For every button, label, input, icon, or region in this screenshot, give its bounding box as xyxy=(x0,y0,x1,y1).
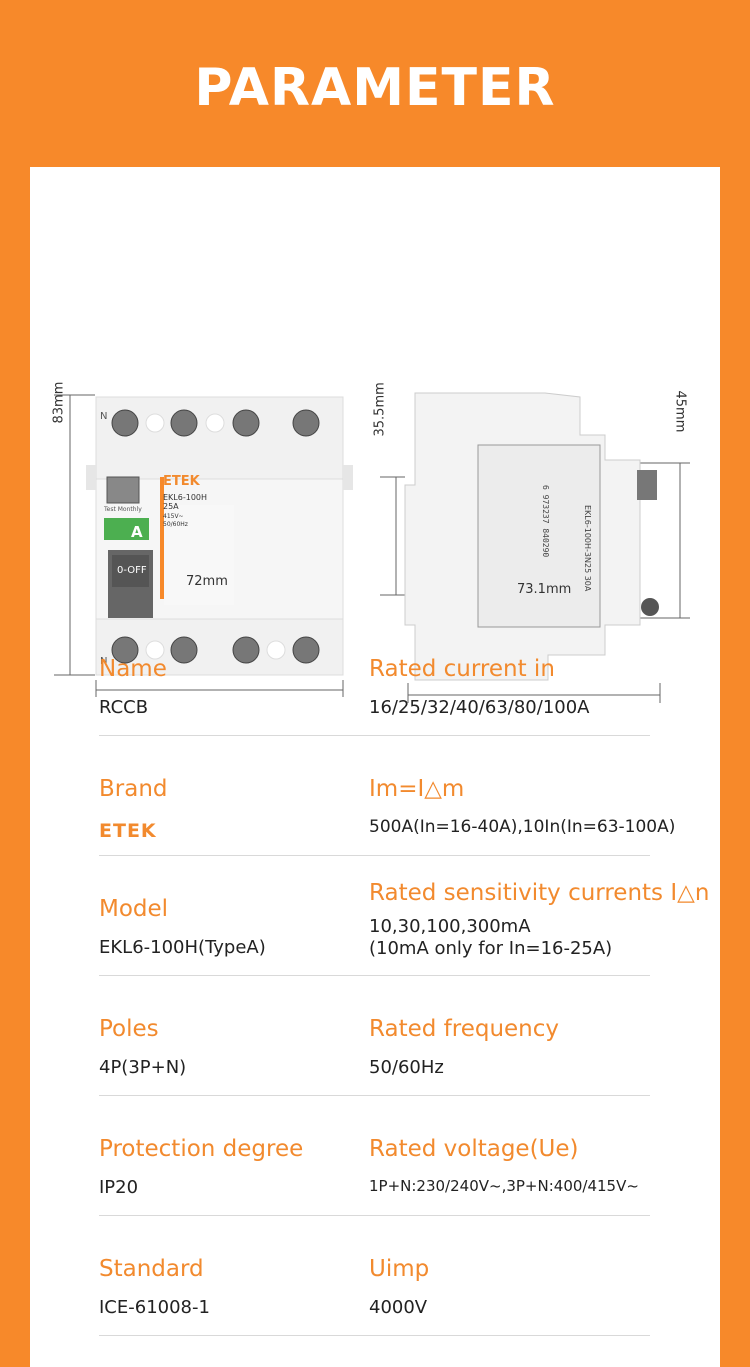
im-value: 500A(In=16-40A),10In(In=63-100A) xyxy=(369,817,676,837)
row-divider xyxy=(99,1095,650,1096)
frequency-value: 50/60Hz xyxy=(369,1057,444,1078)
front-freq-label: 50/60Hz xyxy=(163,521,188,528)
spec-row-poles: Poles 4P(3P+N) Rated frequency 50/60Hz xyxy=(99,976,650,1096)
sensitivity-note: (10mA only for In=16-25A) xyxy=(369,938,613,959)
voltage-label: Rated voltage(Ue) xyxy=(369,1136,579,1162)
n-bottom-label: N xyxy=(100,656,107,667)
front-brand-logo: ETEK xyxy=(163,474,201,489)
row-divider xyxy=(99,735,650,736)
side-view xyxy=(404,392,659,681)
front-dimension-lines xyxy=(54,394,344,697)
standard-label: Standard xyxy=(99,1256,204,1282)
front-model-label: EKL6-100H xyxy=(163,493,207,502)
row-divider xyxy=(99,1335,650,1336)
rated-current-label: Rated current in xyxy=(369,656,555,682)
type-badge-label: A xyxy=(131,523,143,541)
spec-row-name: Name RCCB Rated current in 16/25/32/40/6… xyxy=(99,616,650,736)
spec-row-protection: Protection degree IP20 Rated voltage(Ue)… xyxy=(99,1096,650,1216)
spec-row-brand: Brand ETEK Im=I△m 500A(In=16-40A),10In(I… xyxy=(99,736,675,856)
front-width-label: 72mm xyxy=(186,574,228,589)
test-monthly-label: Test Monthly xyxy=(103,506,142,513)
rated-current-value: 16/25/32/40/63/80/100A xyxy=(369,697,590,718)
protection-value: IP20 xyxy=(99,1177,139,1198)
row-divider xyxy=(99,975,650,976)
voltage-value: 1P+N:230/240V~,3P+N:400/415V~ xyxy=(369,1177,639,1195)
standard-value: ICE-61008-1 xyxy=(99,1297,210,1318)
row-divider xyxy=(99,855,650,856)
side-width-label: 73.1mm xyxy=(517,582,572,597)
row-divider xyxy=(99,1215,650,1216)
side-height-right-label: 45mm xyxy=(672,390,688,433)
side-dimension-lines xyxy=(380,462,690,703)
front-height-label: 83mm xyxy=(51,381,67,424)
spec-row-standard: Standard ICE-61008-1 Uimp 4000V xyxy=(99,1216,650,1336)
side-model-text: EKL6-100H-3N25 30A xyxy=(583,505,592,592)
spec-row-model: Model EKL6-100H(TypeA) Rated sensitivity… xyxy=(99,856,709,976)
uimp-label: Uimp xyxy=(369,1256,430,1282)
brand-logo: ETEK xyxy=(99,820,157,842)
parameter-card xyxy=(30,167,720,1367)
sensitivity-value: 10,30,100,300mA xyxy=(369,916,531,937)
brand-label: Brand xyxy=(99,776,168,802)
frequency-label: Rated frequency xyxy=(369,1016,560,1042)
side-barcode-text: 6 973237 840290 xyxy=(541,485,550,557)
front-voltage-label: 415V~ xyxy=(163,513,184,520)
model-label: Model xyxy=(99,896,169,922)
switch-label: 0-OFF xyxy=(117,565,147,576)
page-title: PARAMETER xyxy=(194,58,556,118)
model-value: EKL6-100H(TypeA) xyxy=(99,937,266,958)
front-view xyxy=(86,396,353,676)
uimp-value: 4000V xyxy=(369,1297,428,1318)
side-height-left-label: 35.5mm xyxy=(372,382,388,437)
protection-label: Protection degree xyxy=(99,1136,304,1162)
name-label: Name xyxy=(99,656,167,682)
n-top-label: N xyxy=(100,411,107,422)
name-value: RCCB xyxy=(99,697,149,718)
poles-label: Poles xyxy=(99,1016,159,1042)
poles-value: 4P(3P+N) xyxy=(99,1057,187,1078)
front-current-label: 25A xyxy=(163,502,179,511)
sensitivity-label: Rated sensitivity currents I△n xyxy=(369,880,710,906)
im-label: Im=I△m xyxy=(369,776,465,802)
product-diagram: N N ETEK EKL6-100H 25A 415V~ 50/60Hz Tes… xyxy=(54,392,690,703)
